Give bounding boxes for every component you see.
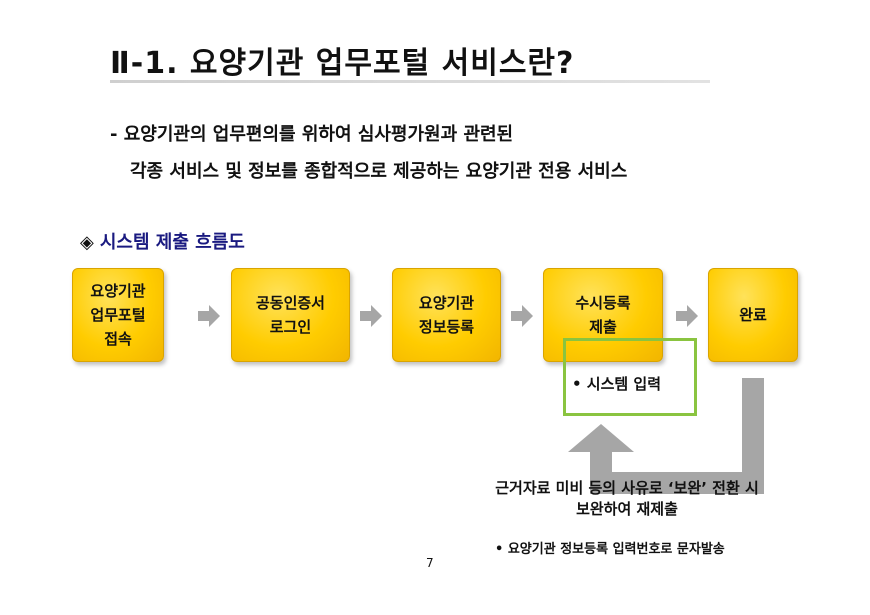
diamond-bullet-icon: ◈ [80, 232, 94, 253]
section-heading: ◈시스템 제출 흐름도 [80, 228, 245, 254]
right-arrow-icon [511, 305, 533, 327]
page-number: 7 [426, 556, 434, 570]
sub-step-system-input: • 시스템 입력 [572, 375, 662, 393]
description-line-2: 각종 서비스 및 정보를 종합적으로 제공하는 요양기관 전용 서비스 [130, 161, 628, 182]
flow-step-info-registration: 요양기관 정보등록 [392, 268, 501, 362]
page-title: Ⅱ-1. 요양기관 업무포털 서비스란? [110, 46, 575, 81]
flow-step-complete: 완료 [708, 268, 798, 362]
flow-step-certificate-login: 공동인증서 로그인 [231, 268, 350, 362]
sms-note: • 요양기관 정보등록 입력번호로 문자발송 [495, 542, 725, 557]
description-line-1: - 요양기관의 업무편의를 위하여 심사평가원과 관련된 [110, 124, 514, 145]
flow-step-portal-access: 요양기관 업무포털 접속 [72, 268, 164, 362]
section-title: 시스템 제출 흐름도 [99, 232, 245, 253]
right-arrow-icon [360, 305, 382, 327]
title-underline [110, 80, 710, 83]
right-arrow-icon [198, 305, 220, 327]
sub-step-outline [563, 338, 697, 416]
resubmission-note: 근거자료 미비 등의 사유로 ‘보완’ 전환 시 보완하여 재제출 [495, 479, 759, 518]
right-arrow-icon [676, 305, 698, 327]
